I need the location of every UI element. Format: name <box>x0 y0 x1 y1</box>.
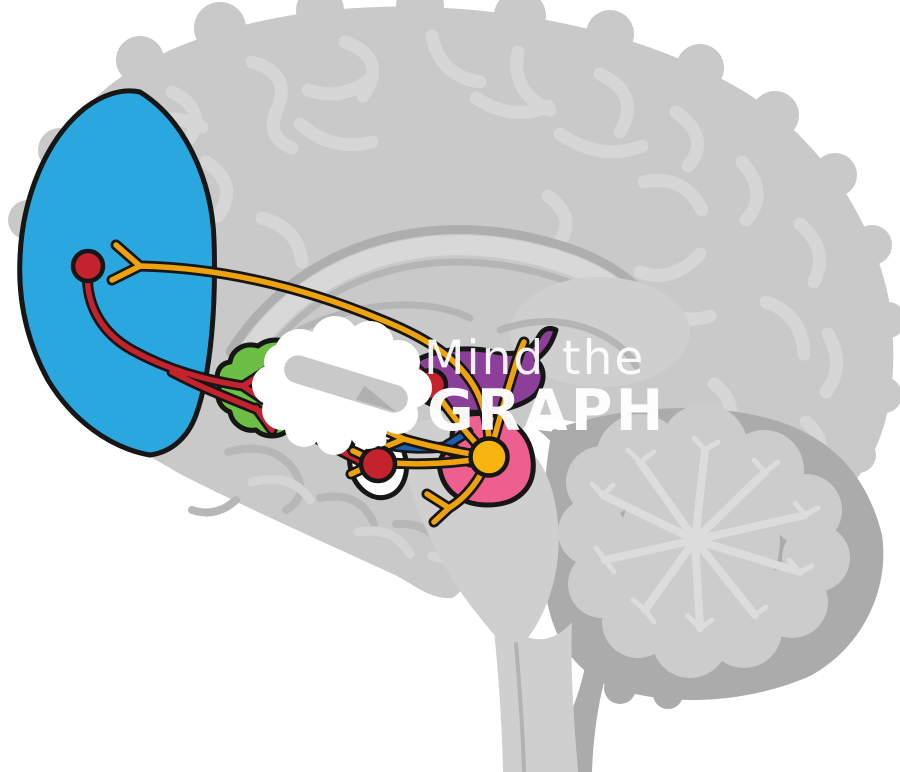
brain-cloud-icon <box>252 316 432 455</box>
cerebellum-tongue <box>850 540 874 564</box>
nucleus-prefrontal-red <box>70 248 106 284</box>
cortex-bump <box>751 91 799 139</box>
temporal-sulci-dark <box>188 444 446 552</box>
cortex-bump <box>116 36 164 84</box>
spinal-cord <box>492 610 578 772</box>
cerebellum-tongue <box>653 679 683 709</box>
nucleus-vta-yellow <box>468 436 510 478</box>
cortex-bump <box>586 10 634 58</box>
cloud-lump <box>316 419 352 455</box>
logo-slash-group <box>284 355 408 413</box>
cortex-bump <box>852 225 892 265</box>
cerebellum-arbor-vitae <box>599 446 809 632</box>
cortex-bump <box>396 0 444 30</box>
cortex-bump <box>194 2 246 54</box>
arbor-vitae-twigs <box>589 435 821 632</box>
thought-dot-large <box>360 420 376 436</box>
cortex-bump <box>494 0 546 42</box>
logo-slash-facet <box>355 385 397 412</box>
thought-dot-small <box>375 435 387 447</box>
cortex-bump <box>676 44 724 92</box>
watermark-line1: Mind the <box>424 331 645 386</box>
cortex-bump <box>296 0 344 34</box>
cerebellum-tongue <box>826 584 850 608</box>
hindbrain <box>402 404 884 772</box>
cortex-bump <box>813 153 857 197</box>
cortex-bump <box>870 302 900 338</box>
cloud-lump <box>311 316 359 364</box>
cortex-bump <box>866 377 900 413</box>
cortex-bump <box>840 437 876 473</box>
watermark-line2: GRAPH <box>427 378 666 444</box>
nucleus-amygdala-red <box>358 444 398 484</box>
cerebellum-tongue <box>604 672 636 704</box>
cord-edge-line <box>514 642 526 772</box>
cerebellum-tongue <box>700 669 730 699</box>
